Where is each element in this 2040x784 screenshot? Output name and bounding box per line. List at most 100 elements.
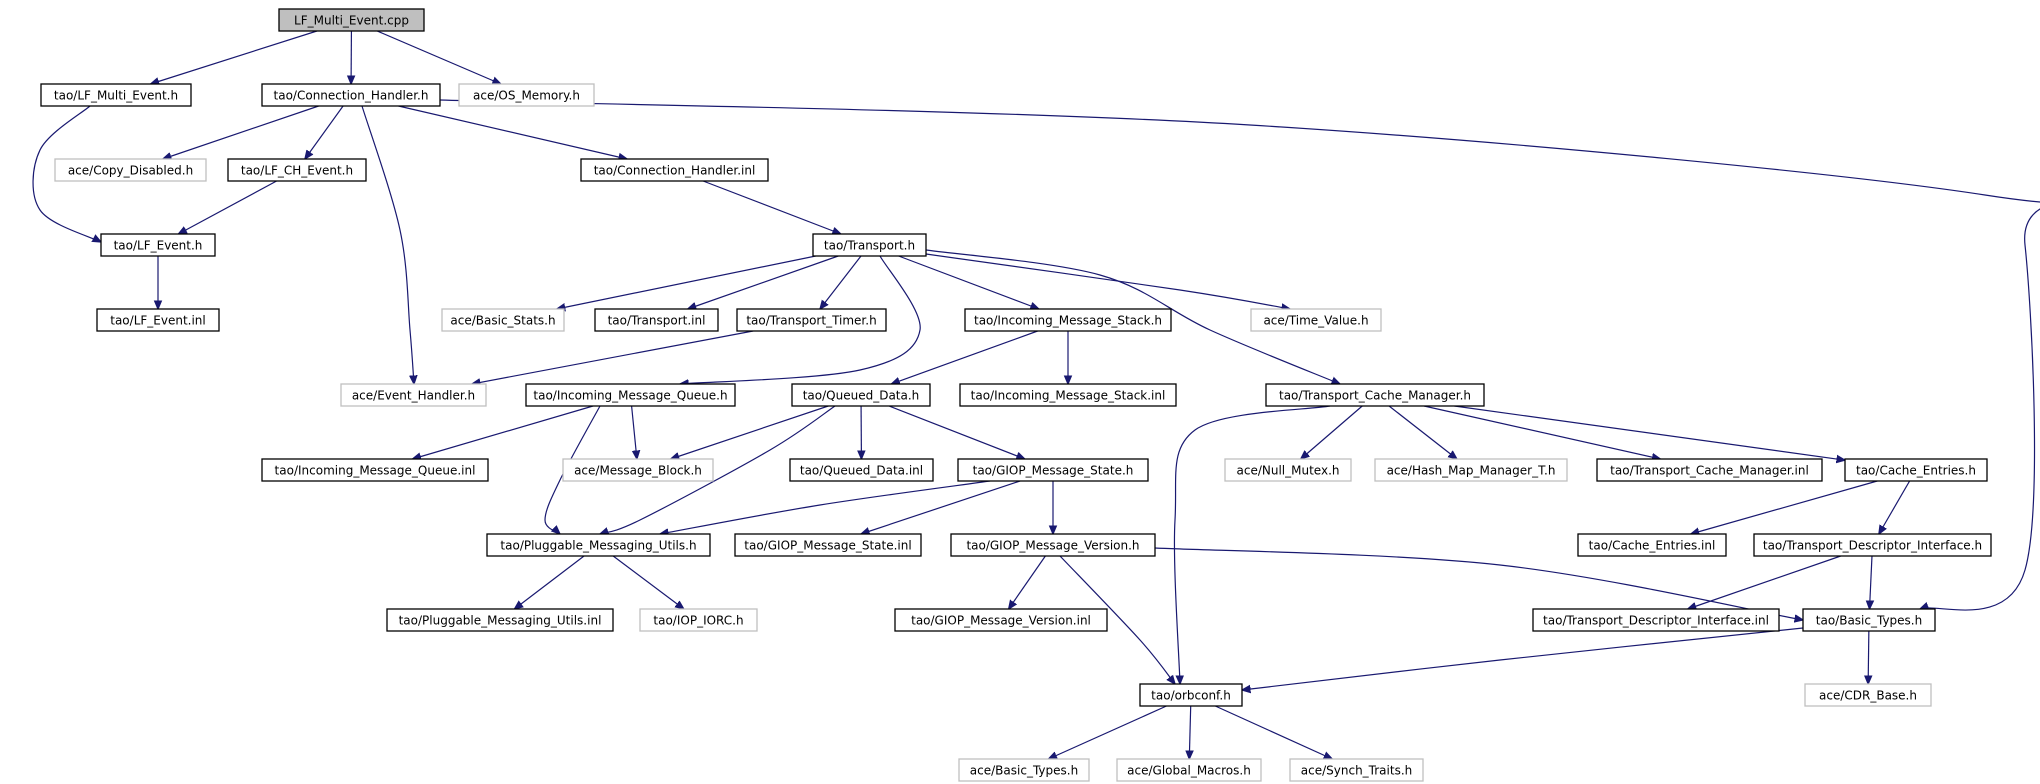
node-box	[1577, 533, 1727, 557]
node-box	[458, 83, 595, 107]
node-box	[1289, 758, 1424, 782]
node-label: tao/LF_Event.h	[114, 239, 203, 253]
node-transinl[interactable]: tao/Transport.inl	[594, 308, 719, 332]
node-gmv[interactable]: tao/GIOP_Message_Version.h	[950, 533, 1156, 557]
edge-tcm-to-tcminl	[1423, 405, 1660, 459]
node-box	[1532, 608, 1780, 632]
node-tcminl[interactable]: tao/Transport_Cache_Manager.inl	[1596, 458, 1823, 482]
edge-transport-to-imq	[680, 255, 921, 384]
edge-transport-to-tcm	[925, 249, 1340, 384]
node-label: tao/Queued_Data.inl	[800, 464, 923, 478]
node-globalmacros: ace/Global_Macros.h	[1116, 758, 1262, 782]
node-label: tao/Incoming_Message_Queue.inl	[275, 464, 476, 478]
node-label: tao/LF_CH_Event.h	[241, 164, 353, 178]
node-box	[594, 308, 719, 332]
edge-tcm-to-orbconf	[1173, 405, 1331, 684]
edge-transport-to-timevalue	[925, 253, 1290, 309]
edge-ch-to-basictypes	[439, 99, 2040, 611]
edge-imq-to-msgblock	[631, 405, 637, 459]
node-label: tao/Transport_Descriptor_Interface.h	[1763, 539, 1982, 553]
node-lfch[interactable]: tao/LF_CH_Event.h	[227, 158, 367, 182]
edge-transport-to-transtimer	[820, 255, 862, 309]
node-tdi[interactable]: tao/Transport_Descriptor_Interface.h	[1753, 533, 1992, 557]
edge-ch-to-evhandler	[361, 105, 414, 384]
node-tcm[interactable]: tao/Transport_Cache_Manager.h	[1265, 383, 1485, 407]
node-orbconf[interactable]: tao/orbconf.h	[1139, 683, 1243, 707]
node-box	[1224, 458, 1352, 482]
node-label: ace/Event_Handler.h	[352, 389, 475, 403]
node-imq[interactable]: tao/Incoming_Message_Queue.h	[525, 383, 736, 407]
node-gmsinl[interactable]: tao/GIOP_Message_State.inl	[734, 533, 922, 557]
node-box	[1753, 533, 1992, 557]
node-box	[964, 308, 1172, 332]
node-box	[950, 533, 1156, 557]
node-pmu[interactable]: tao/Pluggable_Messaging_Utils.h	[486, 533, 711, 557]
node-imsinl[interactable]: tao/Incoming_Message_Stack.inl	[959, 383, 1177, 407]
node-transtimer[interactable]: tao/Transport_Timer.h	[736, 308, 887, 332]
node-box	[1802, 608, 1936, 632]
node-label: tao/Connection_Handler.h	[274, 89, 429, 103]
node-lfevinl[interactable]: tao/LF_Event.inl	[96, 308, 220, 332]
edge-root-to-lfme	[151, 30, 318, 84]
node-box	[1116, 758, 1262, 782]
node-iop: tao/IOP_IORC.h	[639, 608, 758, 632]
node-box	[261, 458, 489, 482]
node-box	[1265, 383, 1485, 407]
edge-cache-to-cacheinl	[1691, 480, 1878, 534]
node-label: ace/Global_Macros.h	[1127, 764, 1251, 778]
node-label: tao/GIOP_Message_Version.h	[966, 539, 1139, 553]
node-gmvinl[interactable]: tao/GIOP_Message_Version.inl	[894, 608, 1108, 632]
node-box	[100, 233, 216, 257]
node-label: tao/Transport_Cache_Manager.h	[1279, 389, 1471, 403]
node-lfme[interactable]: tao/LF_Multi_Event.h	[40, 83, 192, 107]
node-tdiinl[interactable]: tao/Transport_Descriptor_Interface.inl	[1532, 608, 1780, 632]
node-label: tao/Incoming_Message_Queue.h	[533, 389, 727, 403]
node-imqinl[interactable]: tao/Incoming_Message_Queue.inl	[261, 458, 489, 482]
node-nullmutex: ace/Null_Mutex.h	[1224, 458, 1352, 482]
node-synch: ace/Synch_Traits.h	[1289, 758, 1424, 782]
node-box	[1139, 683, 1243, 707]
node-ch[interactable]: tao/Connection_Handler.h	[261, 83, 441, 107]
node-box	[812, 233, 927, 257]
node-label: tao/LF_Event.inl	[110, 314, 206, 328]
edge-gmv-to-basictypes	[1154, 547, 1803, 620]
edge-imq-to-pmu	[544, 405, 601, 534]
edge-orbconf-to-globalmacros	[1189, 705, 1190, 759]
node-box	[734, 533, 922, 557]
edge-ch-to-chinl	[398, 105, 627, 159]
node-box	[1804, 683, 1932, 707]
edge-basictypes-to-cdr	[1868, 630, 1869, 684]
node-box	[639, 608, 758, 632]
node-timevalue: ace/Time_Value.h	[1250, 308, 1382, 332]
edge-gms-to-gmsinl	[861, 480, 1021, 534]
node-box	[54, 158, 207, 182]
edge-tdi-to-tdiinl	[1688, 555, 1841, 609]
edge-basictypes-to-orbconf	[1242, 627, 1804, 690]
node-lfev[interactable]: tao/LF_Event.h	[100, 233, 216, 257]
node-label: tao/Basic_Types.h	[1816, 614, 1922, 628]
node-basictypes[interactable]: tao/Basic_Types.h	[1802, 608, 1936, 632]
node-box	[525, 383, 736, 407]
node-pmuinl[interactable]: tao/Pluggable_Messaging_Utils.inl	[386, 608, 614, 632]
node-qdinl[interactable]: tao/Queued_Data.inl	[789, 458, 934, 482]
node-box	[1250, 308, 1382, 332]
node-cacheinl[interactable]: tao/Cache_Entries.inl	[1577, 533, 1727, 557]
edge-transport-to-transinl	[688, 255, 839, 309]
node-box	[227, 158, 367, 182]
node-label: ace/Basic_Types.h	[970, 764, 1078, 778]
edge-gms-to-pmu	[660, 480, 991, 534]
node-chinl[interactable]: tao/Connection_Handler.inl	[580, 158, 769, 182]
node-qd[interactable]: tao/Queued_Data.h	[791, 383, 931, 407]
node-transport[interactable]: tao/Transport.h	[812, 233, 927, 257]
node-label: tao/Cache_Entries.h	[1856, 464, 1976, 478]
edge-pmu-to-pmuinl	[514, 555, 585, 609]
node-label: tao/Transport.inl	[608, 314, 706, 328]
node-box	[894, 608, 1108, 632]
node-gms[interactable]: tao/GIOP_Message_State.h	[957, 458, 1149, 482]
node-cache[interactable]: tao/Cache_Entries.h	[1844, 458, 1988, 482]
node-root[interactable]: LF_Multi_Event.cpp	[278, 8, 425, 32]
node-label: tao/GIOP_Message_Version.inl	[911, 614, 1091, 628]
node-ims[interactable]: tao/Incoming_Message_Stack.h	[964, 308, 1172, 332]
node-box	[486, 533, 711, 557]
